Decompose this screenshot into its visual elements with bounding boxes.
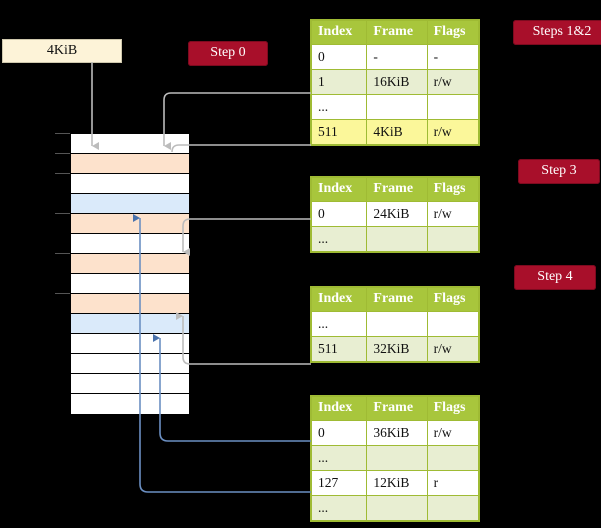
memory-frame-row	[71, 394, 189, 414]
memory-frame-row	[71, 214, 189, 234]
cell-flags	[426, 311, 480, 337]
memory-frame-row	[71, 354, 189, 374]
memory-boundary-tick	[55, 133, 70, 134]
badge-step-0: Step 0	[188, 41, 268, 66]
memory-boundary-tick	[55, 293, 70, 294]
memory-frame-row	[71, 234, 189, 254]
cell-frame: 24KiB	[366, 201, 428, 227]
cell-index: 0	[310, 420, 368, 446]
table-row: ...	[310, 94, 480, 120]
column-header-frame: Frame	[366, 20, 428, 45]
memory-frame-row	[71, 254, 189, 274]
virtual-page-4kib-box: 4KiB	[2, 39, 122, 63]
cell-index: ...	[310, 94, 368, 120]
cell-flags: r/w	[426, 201, 480, 227]
connector-step3-gray	[182, 218, 311, 256]
cell-flags: r/w	[426, 336, 480, 362]
column-header-index: Index	[310, 20, 368, 45]
memory-frame-row	[71, 154, 189, 174]
cell-frame: 16KiB	[366, 69, 428, 95]
cell-index: 0	[310, 201, 368, 227]
memory-boundary-tick	[55, 213, 70, 214]
cell-index: ...	[310, 495, 368, 521]
column-header-index: Index	[310, 177, 368, 202]
cell-flags	[426, 495, 480, 521]
memory-boundary-tick	[55, 153, 70, 154]
column-header-flags: Flags	[426, 20, 480, 45]
cell-frame	[366, 226, 428, 252]
table-row: 0--	[310, 44, 480, 70]
cell-flags: r/w	[426, 420, 480, 446]
physical-memory-column	[70, 133, 190, 414]
cell-flags	[426, 94, 480, 120]
cell-flags: r/w	[426, 69, 480, 95]
virtual-page-label: 4KiB	[46, 43, 78, 58]
cell-flags	[426, 226, 480, 252]
cell-index: 1	[310, 69, 368, 95]
cell-flags	[426, 445, 480, 471]
cell-frame	[366, 445, 428, 471]
table-row: ...	[310, 226, 480, 252]
cell-frame: 4KiB	[366, 119, 428, 145]
cell-flags: -	[426, 44, 480, 70]
cell-frame: 12KiB	[366, 470, 428, 496]
memory-frame-row	[71, 294, 189, 314]
cell-index: 511	[310, 119, 368, 145]
column-header-index: Index	[310, 287, 368, 312]
badge-steps-1-2: Steps 1&2	[513, 20, 601, 45]
memory-frame-row	[71, 314, 189, 334]
cell-index: 511	[310, 336, 368, 362]
cell-index: 127	[310, 470, 368, 496]
memory-frame-row	[71, 274, 189, 294]
column-header-index: Index	[310, 396, 368, 421]
column-header-flags: Flags	[426, 396, 480, 421]
cell-flags: r	[426, 470, 480, 496]
memory-frame-row	[71, 334, 189, 354]
cell-index: ...	[310, 311, 368, 337]
cell-frame	[366, 311, 428, 337]
memory-frame-row	[71, 174, 189, 194]
memory-frame-row	[71, 134, 189, 154]
memory-boundary-tick	[55, 253, 70, 254]
column-header-frame: Frame	[366, 177, 428, 202]
cell-index: ...	[310, 226, 368, 252]
cell-frame	[366, 495, 428, 521]
column-header-frame: Frame	[366, 287, 428, 312]
column-header-frame: Frame	[366, 396, 428, 421]
memory-frame-row	[71, 194, 189, 214]
table-row: ...	[310, 311, 480, 337]
column-header-flags: Flags	[426, 287, 480, 312]
memory-boundary-tick	[55, 173, 70, 174]
cell-index: ...	[310, 445, 368, 471]
table-row: ...	[310, 445, 480, 471]
table-row: ...	[310, 495, 480, 521]
cell-index: 0	[310, 44, 368, 70]
cell-frame: 36KiB	[366, 420, 428, 446]
memory-frame-row	[71, 374, 189, 394]
badge-step-3: Step 3	[518, 159, 600, 184]
badge-step-4: Step 4	[514, 265, 596, 290]
connector-step4-gray	[176, 312, 311, 365]
cell-flags: r/w	[426, 119, 480, 145]
column-header-flags: Flags	[426, 177, 480, 202]
cell-frame	[366, 94, 428, 120]
cell-frame: -	[366, 44, 428, 70]
cell-frame: 32KiB	[366, 336, 428, 362]
